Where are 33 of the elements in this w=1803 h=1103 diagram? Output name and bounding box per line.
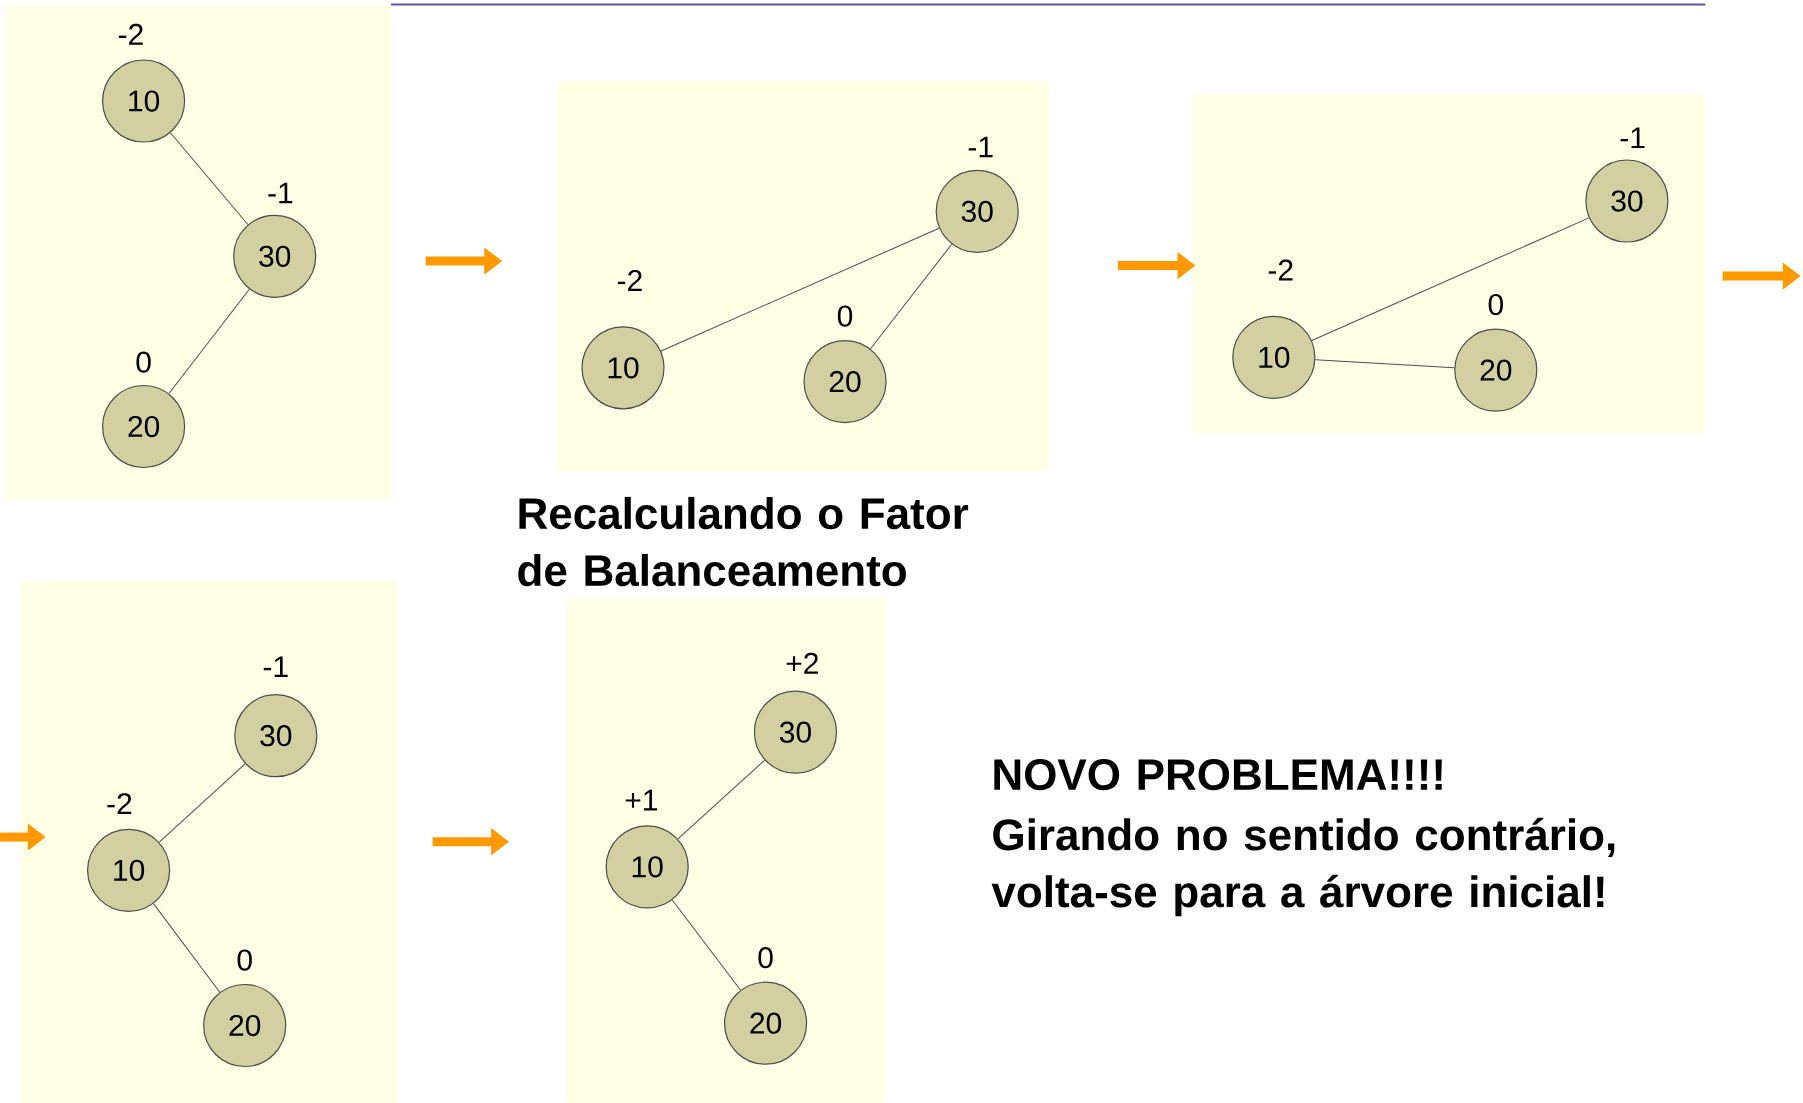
balance-factor: 0: [758, 947, 773, 969]
note-text: Recalculando o Fator de Balanceamento: [518, 496, 969, 587]
balance-factor: -1: [263, 656, 288, 678]
tree-edge: [1311, 217, 1590, 342]
tree-edge: [153, 903, 221, 993]
balance-factor: -1: [968, 136, 993, 158]
tree-panel: [5, 5, 391, 501]
tree-edge: [1314, 359, 1455, 369]
balance-factor: +1: [625, 789, 657, 811]
balance-factor: -2: [1268, 259, 1293, 281]
tree-panel: [557, 80, 1049, 472]
balance-factor: +2: [786, 652, 818, 674]
balance-factor: -2: [617, 269, 642, 291]
note-text: NOVO PROBLEMA!!!!: [994, 759, 1442, 791]
tree-panel: [20, 580, 398, 1103]
note-text: Girando no sentido contrário, volta-se para a árvore inicial!: [991, 817, 1615, 917]
tree-edge: [677, 759, 766, 840]
balance-factor: -2: [107, 793, 132, 815]
balance-factor: 0: [1488, 293, 1503, 316]
tree-edge: [870, 243, 953, 350]
balance-factor: -2: [118, 23, 143, 45]
tree-edge: [158, 763, 246, 843]
tree-edge: [660, 227, 940, 352]
balance-factor: 0: [237, 949, 252, 971]
balance-factor: -1: [1620, 127, 1645, 149]
tree-panel: [1192, 94, 1706, 434]
tree-edge: [671, 899, 741, 991]
tree-panel: [566, 597, 886, 1103]
balance-factor: -1: [268, 182, 293, 204]
balance-factor: 0: [136, 351, 151, 373]
tree-edge: [169, 132, 249, 225]
balance-factor: 0: [837, 305, 853, 327]
tree-edge: [168, 288, 250, 395]
